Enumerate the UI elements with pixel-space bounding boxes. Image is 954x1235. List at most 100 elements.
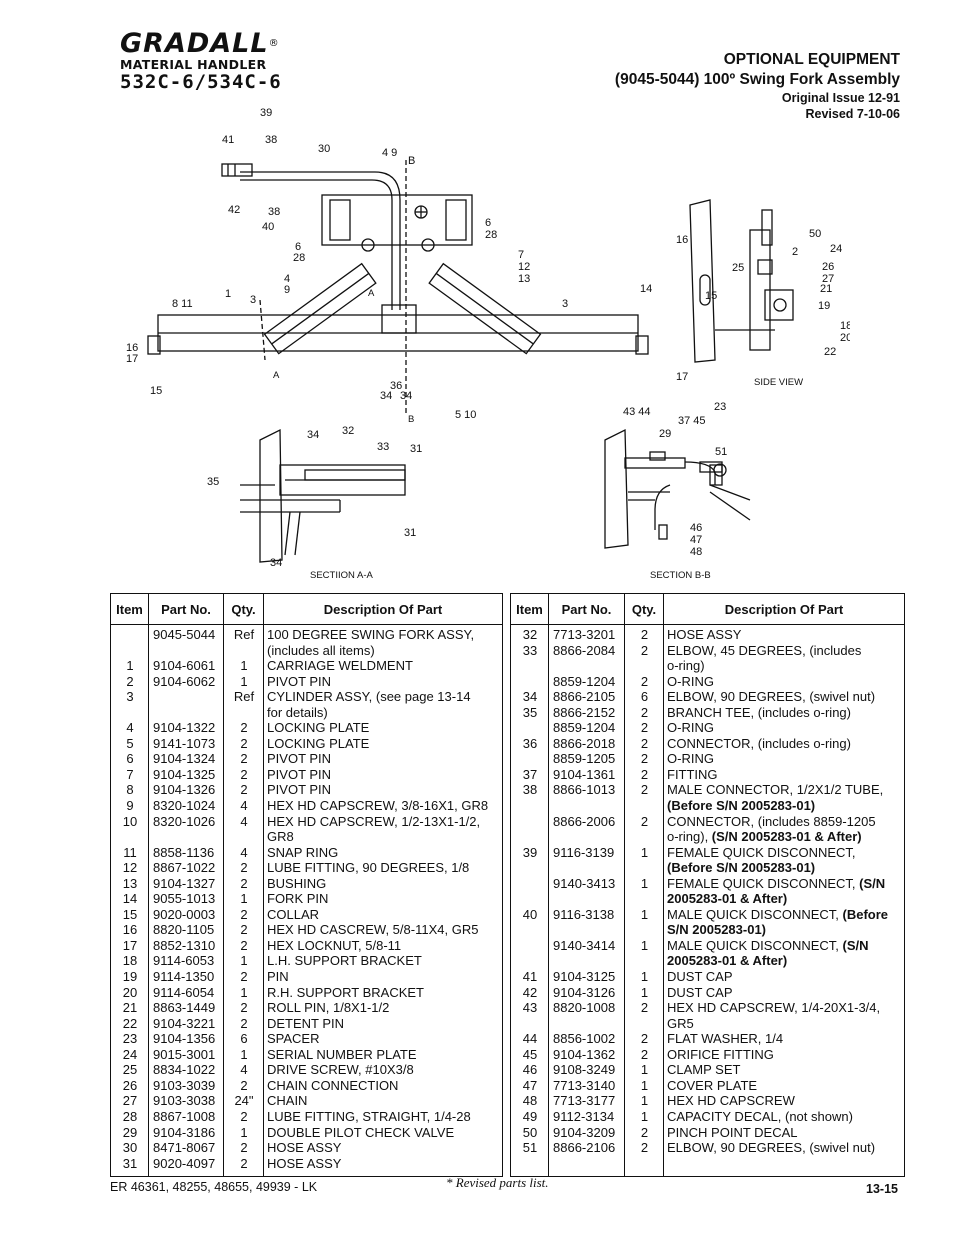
table-row: GR5 <box>511 1016 904 1032</box>
svg-text:38: 38 <box>268 206 280 218</box>
cell-description: BRANCH TEE, (includes o-ring) <box>667 704 851 720</box>
cell-part-no: 9104-3125 <box>553 969 616 985</box>
cell-part-no: 9116-3139 <box>553 844 615 860</box>
cell-item: 38 <box>522 782 538 798</box>
cell-part-no: 9104-3221 <box>153 1015 216 1031</box>
cell-part-no: 9140-3414 <box>553 937 616 953</box>
cell-part-no: 8866-2018 <box>553 735 616 751</box>
cell-description: CONNECTOR, (includes 8859-1205 <box>667 813 876 829</box>
section-bb-caption: SECTION B-B <box>650 570 711 581</box>
cell-description: MALE QUICK DISCONNECT, (S/N <box>667 937 869 953</box>
cell-qty: 2 <box>240 1077 248 1093</box>
cell-description: FLAT WASHER, 1/4 <box>667 1031 784 1047</box>
cell-item: 20 <box>122 984 138 1000</box>
cell-item: 27 <box>122 1093 138 1109</box>
table-row: (Before S/N 2005283-01) <box>511 860 904 876</box>
svg-text:22: 22 <box>824 346 836 358</box>
cell-qty: 1 <box>640 1108 649 1124</box>
svg-text:7: 7 <box>518 249 524 261</box>
cell-part-no: 9104-1322 <box>153 720 216 736</box>
cell-qty: 1 <box>640 1077 649 1093</box>
svg-text:34: 34 <box>400 390 412 402</box>
cell-description: HEX HD CAPSCREW <box>667 1093 795 1109</box>
cell-part-no: 9114-1350 <box>153 969 215 985</box>
svg-text:16: 16 <box>126 342 138 354</box>
cell-qty: 2 <box>240 735 248 751</box>
header-qty: Qty. <box>224 594 264 624</box>
cell-qty <box>625 798 664 814</box>
cell-qty <box>224 705 264 721</box>
cell-qty: 2 <box>640 720 649 736</box>
cell-qty: 6 <box>640 689 649 705</box>
cell-part-no: 9045-5044 <box>153 627 216 642</box>
cell-qty <box>625 953 664 969</box>
cell-description: PIVOT PIN <box>267 673 332 689</box>
svg-text:48: 48 <box>690 546 702 558</box>
cell-item: 7 <box>126 766 134 782</box>
cell-part-no: 8834-1022 <box>153 1062 216 1078</box>
cell-description: (Before S/N 2005283-01) <box>667 860 816 876</box>
cell-description: DUST CAP <box>667 984 733 1000</box>
svg-text:33: 33 <box>377 441 389 453</box>
cell-qty: 24" <box>234 1093 254 1109</box>
cell-description: SNAP RING <box>267 844 339 860</box>
cell-part-no: 9104-6061 <box>153 658 216 674</box>
cell-item: 40 <box>522 906 538 922</box>
cell-part-no <box>549 1016 625 1032</box>
cell-description: HOSE ASSY <box>667 627 742 642</box>
header-part-no: Part No. <box>149 594 224 624</box>
cell-part-no: 9104-3126 <box>553 984 616 1000</box>
cell-item: 6 <box>126 751 134 767</box>
cell-item: 17 <box>122 937 138 953</box>
cell-qty: 2 <box>240 937 248 953</box>
cell-description: FEMALE QUICK DISCONNECT, (S/N <box>667 875 886 891</box>
cell-qty: 1 <box>640 1093 649 1109</box>
svg-text:15: 15 <box>150 385 162 397</box>
cell-item <box>511 658 549 674</box>
cell-description: PIN <box>267 969 289 985</box>
cell-part-no: 9141-1073 <box>153 735 216 751</box>
svg-text:18: 18 <box>840 320 850 332</box>
cell-qty: 4 <box>240 798 248 814</box>
cell-description: HEX HD CAPSCREW, 3/8-16X1, GR8 <box>267 798 489 814</box>
cell-qty: 2 <box>240 1000 248 1016</box>
cell-item: 45 <box>522 1046 538 1062</box>
cell-part-no: 9104-1325 <box>153 766 216 782</box>
svg-text:34: 34 <box>307 429 319 441</box>
cell-part-no: 8859-1204 <box>553 720 616 736</box>
header-qty: Qty. <box>625 594 664 624</box>
page-header: OPTIONAL EQUIPMENT (9045-5044) 100º Swin… <box>615 50 900 122</box>
cell-part-no: 8858-1136 <box>153 844 215 860</box>
cell-description: BUSHING <box>267 875 327 891</box>
cell-item: 32 <box>522 627 538 642</box>
cell-qty: Ref <box>233 627 255 642</box>
cell-part-no: 8863-1449 <box>153 1000 216 1016</box>
svg-text:3: 3 <box>562 298 568 310</box>
svg-text:6: 6 <box>295 241 301 253</box>
cell-item: 18 <box>122 953 138 969</box>
cell-item: 43 <box>522 1000 538 1016</box>
svg-text:2: 2 <box>792 246 798 258</box>
cell-part-no: 7713-3140 <box>553 1077 616 1093</box>
original-issue: Original Issue 12-91 <box>781 91 900 105</box>
cell-item: 8 <box>126 782 134 798</box>
cell-description: O-RING <box>667 720 714 736</box>
cell-description: CARRIAGE WELDMENT <box>267 658 413 674</box>
svg-text:35: 35 <box>207 476 219 488</box>
model-number: 532C-6/534C-6 <box>120 71 282 93</box>
